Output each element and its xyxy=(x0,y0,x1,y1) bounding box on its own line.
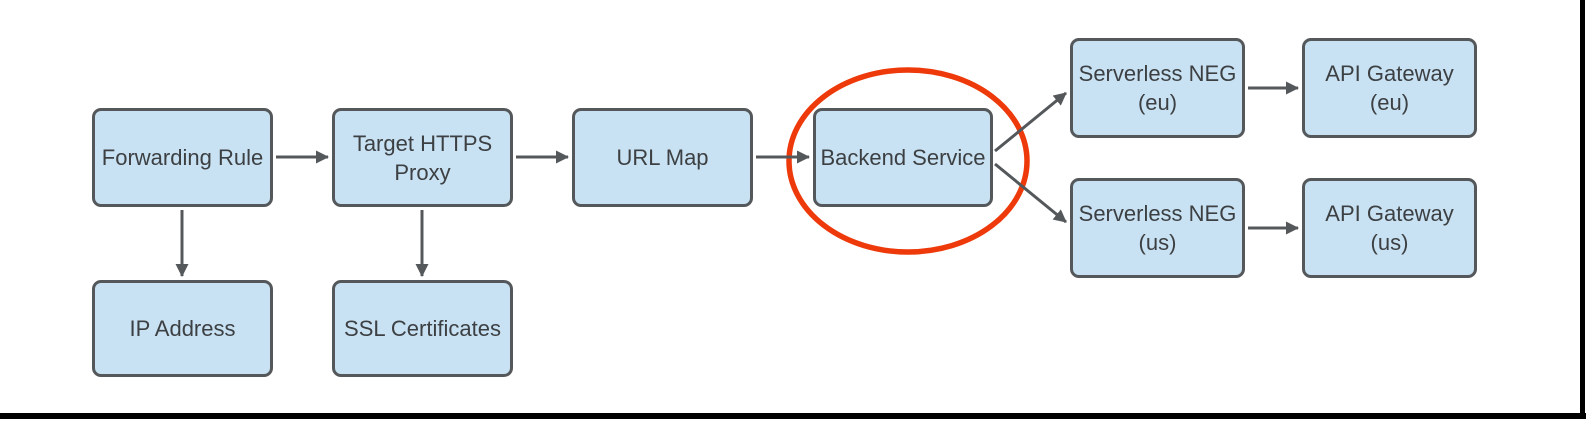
page-border-bottom xyxy=(0,413,1586,419)
node-backend-service: Backend Service xyxy=(813,108,993,207)
arrow-backend-service-to-serverless-neg-eu xyxy=(994,91,1067,153)
node-label: API Gateway (us) xyxy=(1325,201,1454,255)
node-label: Serverless NEG (eu) xyxy=(1078,61,1237,115)
node-label: URL Map xyxy=(616,145,709,170)
node-label: Serverless NEG (us) xyxy=(1078,201,1237,255)
node-label: SSL Certificates xyxy=(344,316,501,341)
node-ssl-certificates: SSL Certificates xyxy=(332,280,513,377)
node-label: IP Address xyxy=(129,316,236,341)
node-label: Forwarding Rule xyxy=(101,145,264,170)
node-serverless-neg-us: Serverless NEG (us) xyxy=(1070,178,1245,278)
node-label: Target HTTPS Proxy xyxy=(352,130,493,185)
node-label: API Gateway (eu) xyxy=(1325,61,1454,115)
node-api-gateway-us: API Gateway (us) xyxy=(1302,178,1477,278)
node-target-https-proxy: Target HTTPS Proxy xyxy=(332,108,513,207)
node-api-gateway-eu: API Gateway (eu) xyxy=(1302,38,1477,138)
node-label: Backend Service xyxy=(820,145,986,170)
page-border-right xyxy=(1580,0,1585,419)
node-ip-address: IP Address xyxy=(92,280,273,377)
node-url-map: URL Map xyxy=(572,108,753,207)
node-serverless-neg-eu: Serverless NEG (eu) xyxy=(1070,38,1245,138)
arrow-backend-service-to-serverless-neg-us xyxy=(994,162,1067,224)
node-forwarding-rule: Forwarding Rule xyxy=(92,108,273,207)
